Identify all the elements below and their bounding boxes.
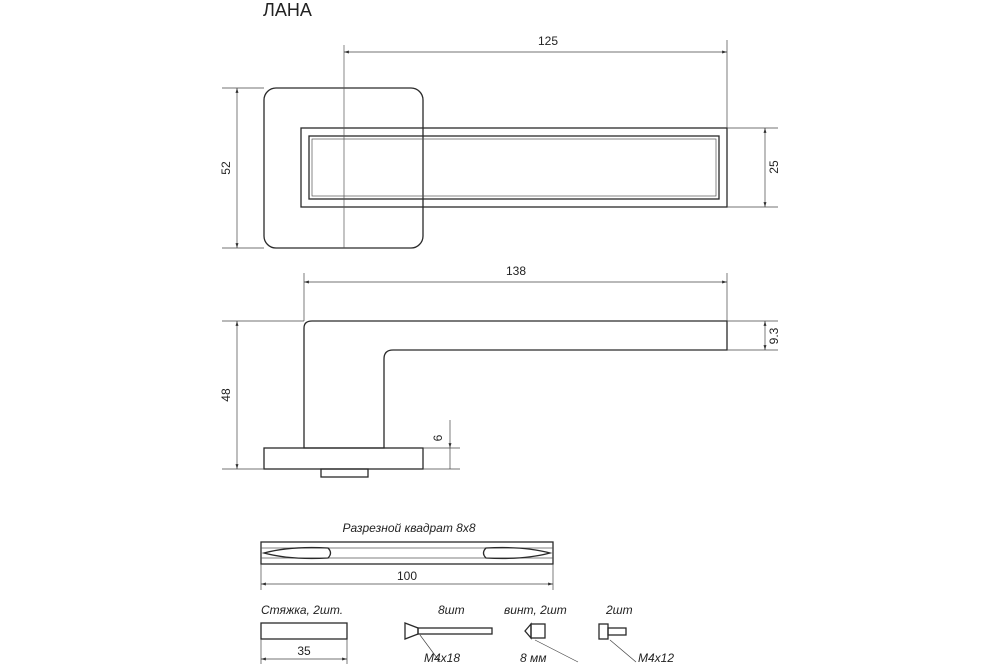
dim-side-length: 138 — [303, 264, 728, 321]
screw-long-size: М4х18 — [424, 651, 460, 665]
tie-part: Стяжка, 2шт. 35 — [260, 603, 348, 664]
lever-profile — [303, 320, 728, 449]
spindle-stub — [320, 468, 369, 478]
dim-rosette-height: 52 — [219, 87, 264, 249]
dim-label-6: 6 — [431, 434, 445, 441]
lever-inset — [308, 135, 720, 200]
dim-label-52: 52 — [219, 161, 233, 175]
screw-long-qty: 8шт — [438, 603, 465, 617]
dim-label-9-3: 9.3 — [767, 327, 781, 344]
tie-caption: Стяжка, 2шт. — [261, 603, 343, 617]
dim-label-48: 48 — [219, 388, 233, 402]
spindle-slot-right — [482, 546, 553, 560]
screw-m4x18: 8шт М4х18 — [404, 603, 493, 665]
tie-length-label: 35 — [297, 644, 311, 658]
dim-side-height: 48 — [219, 320, 304, 470]
base-plate — [263, 447, 424, 470]
side-view — [263, 320, 728, 478]
dim-base-thickness: 6 — [423, 420, 460, 470]
dim-label-25: 25 — [767, 160, 781, 174]
spindle-bar — [260, 541, 554, 565]
set-screw: винт, 2шт 8 мм — [504, 603, 579, 665]
dim-label-138: 138 — [506, 264, 526, 278]
dim-lever-thickness: 9.3 — [727, 320, 781, 351]
spindle-length-label: 100 — [397, 569, 417, 583]
spindle-drawing: Разрезной квадрат 8х8 100 — [260, 521, 554, 590]
product-title: ЛАНА — [263, 0, 312, 20]
screw-short-qty: 2шт — [605, 603, 633, 617]
spindle-caption: Разрезной квадрат 8х8 — [342, 521, 475, 535]
set-screw-caption: винт, 2шт — [504, 603, 567, 617]
top-view — [263, 45, 728, 249]
screw-m4x12: 2шт М4х12 — [598, 603, 674, 665]
dim-handle-width: 25 — [727, 127, 781, 208]
dim-rosette-width: 125 — [344, 34, 728, 128]
dim-label-125: 125 — [538, 34, 558, 48]
rosette-plate — [263, 87, 424, 249]
set-screw-size: 8 мм — [520, 651, 546, 665]
lever-outer — [300, 127, 728, 208]
screw-short-size: М4х12 — [638, 651, 674, 665]
spindle-slot-left — [261, 546, 332, 560]
lever-inset-inner — [311, 138, 717, 197]
